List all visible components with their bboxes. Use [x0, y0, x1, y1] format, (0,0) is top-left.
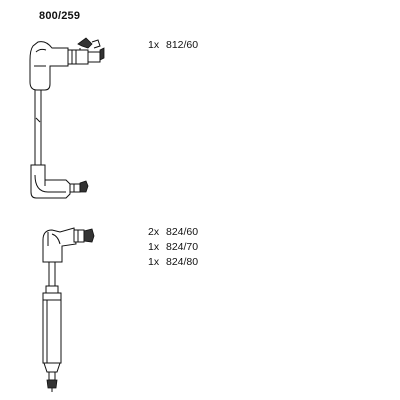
parts-list-lower: 2x 824/60 1x 824/70 1x 824/80 — [148, 225, 198, 270]
lower-cable-wire — [45, 262, 59, 294]
item-quantity: 1x — [148, 241, 160, 253]
list-item: 2x 824/60 — [148, 225, 198, 240]
item-reference: 812/60 — [166, 39, 199, 51]
list-item: 1x 824/70 — [148, 240, 198, 255]
upper-cable-assembly — [29, 37, 105, 199]
list-item: 1x 824/80 — [148, 255, 198, 270]
lower-straight-boot-icon — [42, 292, 62, 373]
item-quantity: 1x — [148, 256, 160, 268]
lower-plug-terminal-icon — [46, 371, 58, 392]
lower-angled-boot-icon — [42, 227, 77, 263]
upper-terminal-clip-icon — [67, 37, 105, 65]
item-reference: 824/60 — [166, 226, 199, 238]
lower-cable-assembly — [42, 227, 95, 392]
part-number-title: 800/259 — [39, 10, 81, 22]
upper-plug-boot-icon — [30, 164, 71, 199]
item-reference: 824/80 — [166, 256, 199, 268]
upper-cable-wire — [34, 90, 42, 165]
upper-angled-boot-icon — [29, 41, 69, 91]
item-quantity: 1x — [148, 39, 160, 51]
parts-list-upper: 1x 812/60 — [148, 38, 198, 53]
upper-plug-terminal-icon — [69, 180, 89, 193]
item-quantity: 2x — [148, 226, 160, 238]
list-item: 1x 812/60 — [148, 38, 198, 53]
lower-terminal-clip-icon — [73, 228, 95, 243]
item-reference: 824/70 — [166, 241, 199, 253]
